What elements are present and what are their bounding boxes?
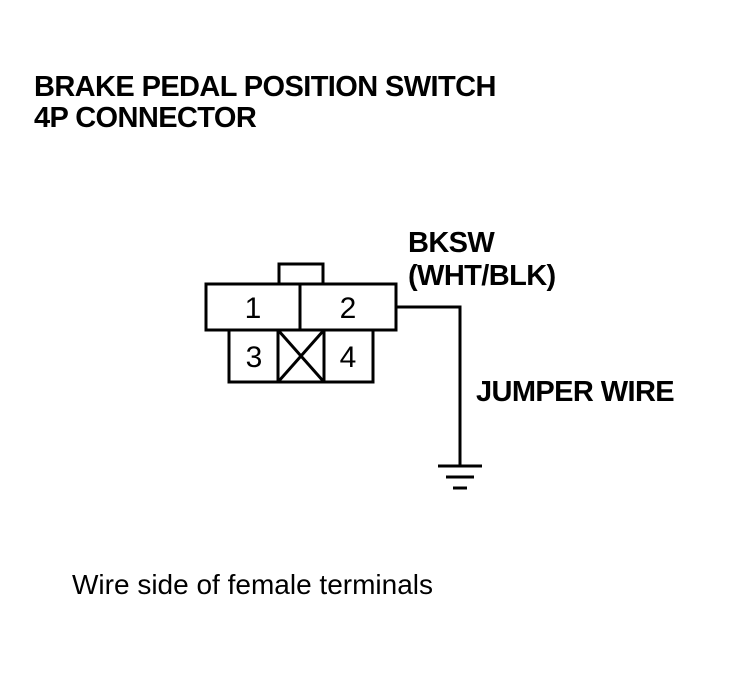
pin-3-label: 3 [246,341,263,374]
pin-1-label: 1 [245,292,262,325]
diagram-title: BRAKE PEDAL POSITION SWITCH 4P CONNECTOR [34,72,496,134]
ground-symbol-icon [438,464,482,490]
wire-signal-label: BKSW [408,227,495,259]
pin-4-label: 4 [340,341,357,374]
wire-color-label: (WHT/BLK) [408,260,556,292]
pin-2-label: 2 [340,292,357,325]
title-line-2: 4P CONNECTOR [34,102,257,134]
jumper-wire-label: JUMPER WIRE [476,376,674,408]
view-caption: Wire side of female terminals [72,569,433,600]
jumper-wire [396,305,462,466]
connector-latch [277,262,325,286]
title-line-1: BRAKE PEDAL POSITION SWITCH [34,71,496,103]
x-box-icon [276,329,326,383]
connector-lower-row [227,328,375,384]
